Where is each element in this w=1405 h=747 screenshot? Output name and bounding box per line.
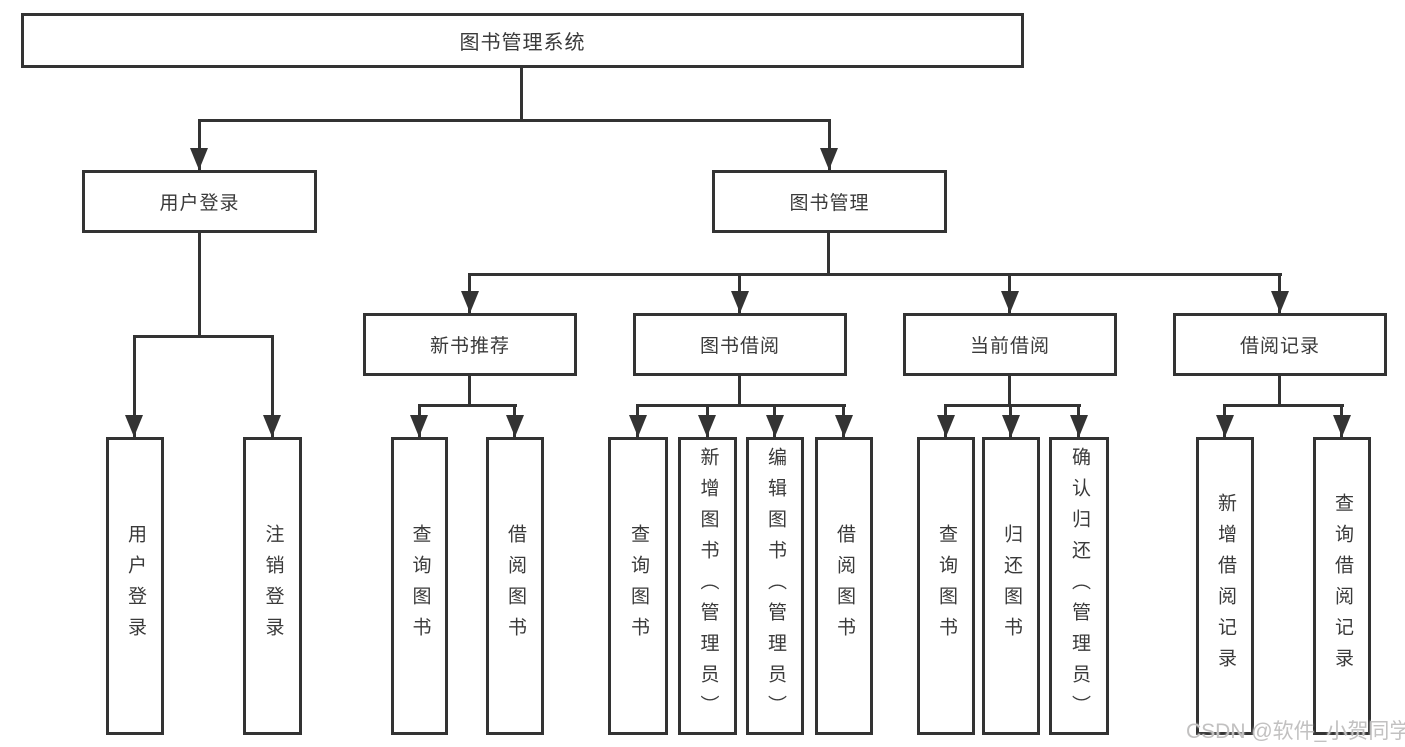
leaf-borrow-borrow-books: 借阅图书 xyxy=(815,437,873,735)
arrow-down-icon xyxy=(1070,415,1088,437)
connector-line xyxy=(133,335,274,338)
connector-line xyxy=(520,68,523,119)
connector-line xyxy=(198,119,201,170)
leaf-borrow-query-books: 查询图书 xyxy=(608,437,668,735)
arrow-down-icon xyxy=(1216,415,1234,437)
connector-line xyxy=(944,404,1081,407)
arrow-down-icon xyxy=(766,415,784,437)
connector-line xyxy=(468,273,1282,276)
leaf-records-add-record: 新增借阅记录 xyxy=(1196,437,1254,735)
leaf-records-add-record-label: 新增借阅记录 xyxy=(1214,493,1236,679)
node-book-borrow-label: 图书借阅 xyxy=(699,336,780,357)
connector-line xyxy=(468,376,471,407)
csdn-watermark: CSDN @软件_小贺同学 xyxy=(1186,720,1405,743)
connector-line xyxy=(418,404,517,407)
leaf-user-login-label: 用户登录 xyxy=(124,524,146,648)
arrow-down-icon xyxy=(698,415,716,437)
arrow-down-icon xyxy=(125,415,143,437)
connector-line xyxy=(738,376,741,407)
leaf-records-query-record: 查询借阅记录 xyxy=(1313,437,1371,735)
leaf-current-query-books: 查询图书 xyxy=(917,437,975,735)
node-new-book-recommend-label: 新书推荐 xyxy=(429,336,510,357)
connector-line xyxy=(1223,404,1344,407)
connector-line xyxy=(636,404,846,407)
node-root: 图书管理系统 xyxy=(21,13,1024,68)
leaf-logout: 注销登录 xyxy=(243,437,302,735)
arrow-down-icon xyxy=(263,415,281,437)
leaf-recommend-borrow-books-label: 借阅图书 xyxy=(504,524,526,648)
leaf-recommend-query-books: 查询图书 xyxy=(391,437,448,735)
leaf-logout-label: 注销登录 xyxy=(262,524,284,648)
arrow-down-icon xyxy=(937,415,955,437)
connector-line xyxy=(1008,376,1011,407)
arrow-down-icon xyxy=(190,148,208,170)
leaf-borrow-add-books-admin: 新增图书（管理员） xyxy=(678,437,737,735)
leaf-current-confirm-return-admin-label: 确认归还（管理员） xyxy=(1068,446,1090,726)
arrow-down-icon xyxy=(731,291,749,313)
arrow-down-icon xyxy=(461,291,479,313)
arrow-down-icon xyxy=(629,415,647,437)
leaf-current-query-books-label: 查询图书 xyxy=(935,524,957,648)
leaf-borrow-edit-books-admin: 编辑图书（管理员） xyxy=(746,437,804,735)
node-borrow-records: 借阅记录 xyxy=(1173,313,1387,376)
leaf-user-login: 用户登录 xyxy=(106,437,164,735)
node-user-login-label: 用户登录 xyxy=(159,193,240,214)
connector-line xyxy=(198,119,831,122)
arrow-down-icon xyxy=(820,148,838,170)
leaf-borrow-query-books-label: 查询图书 xyxy=(627,524,649,648)
node-book-management: 图书管理 xyxy=(712,170,947,233)
leaf-borrow-borrow-books-label: 借阅图书 xyxy=(833,524,855,648)
arrow-down-icon xyxy=(1333,415,1351,437)
node-root-label: 图书管理系统 xyxy=(459,32,586,54)
connector-line xyxy=(1278,376,1281,407)
node-new-book-recommend: 新书推荐 xyxy=(363,313,577,376)
node-user-login: 用户登录 xyxy=(82,170,317,233)
node-current-borrow: 当前借阅 xyxy=(903,313,1117,376)
arrow-down-icon xyxy=(506,415,524,437)
connector-line xyxy=(827,233,830,273)
arrow-down-icon xyxy=(410,415,428,437)
leaf-borrow-edit-books-admin-label: 编辑图书（管理员） xyxy=(764,446,786,726)
leaf-recommend-query-books-label: 查询图书 xyxy=(409,524,431,648)
node-borrow-records-label: 借阅记录 xyxy=(1239,336,1320,357)
arrow-down-icon xyxy=(835,415,853,437)
connector-line xyxy=(271,335,274,437)
leaf-current-confirm-return-admin: 确认归还（管理员） xyxy=(1049,437,1109,735)
leaf-borrow-add-books-admin-label: 新增图书（管理员） xyxy=(697,446,719,726)
leaf-records-query-record-label: 查询借阅记录 xyxy=(1331,493,1353,679)
leaf-recommend-borrow-books: 借阅图书 xyxy=(486,437,544,735)
node-book-borrow: 图书借阅 xyxy=(633,313,847,376)
node-book-management-label: 图书管理 xyxy=(789,193,870,214)
connector-line xyxy=(198,233,201,335)
leaf-current-return-books-label: 归还图书 xyxy=(1000,524,1022,648)
node-current-borrow-label: 当前借阅 xyxy=(969,336,1050,357)
connector-line xyxy=(828,119,831,170)
arrow-down-icon xyxy=(1001,291,1019,313)
arrow-down-icon xyxy=(1002,415,1020,437)
connector-line xyxy=(133,335,136,437)
arrow-down-icon xyxy=(1271,291,1289,313)
leaf-current-return-books: 归还图书 xyxy=(982,437,1040,735)
